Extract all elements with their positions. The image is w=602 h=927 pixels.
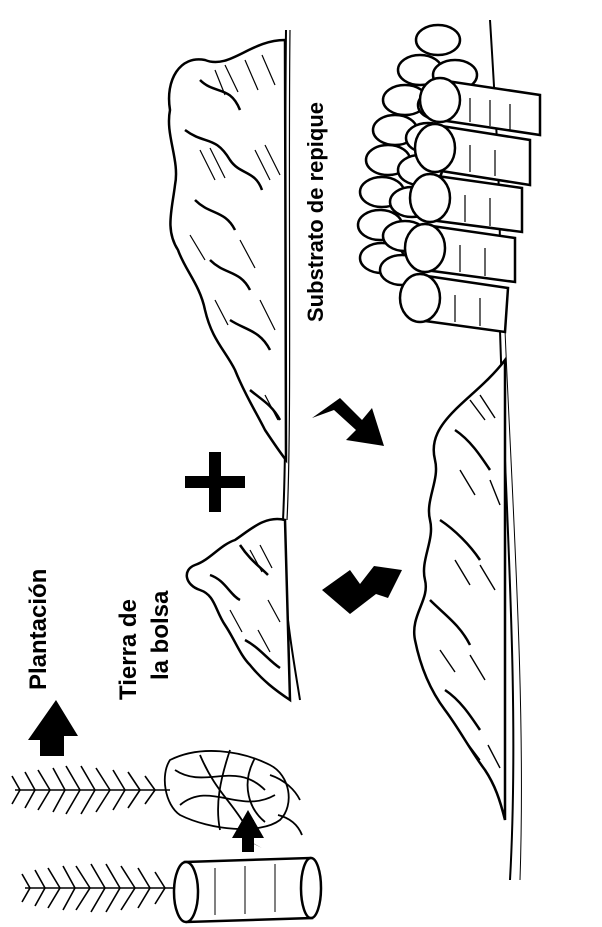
- arrow-plant-icon: [28, 700, 78, 756]
- plus-sign: [185, 452, 245, 512]
- seedling-in-container: [22, 864, 180, 912]
- label-plantacion: Plantación: [25, 569, 52, 690]
- substrate-pile: [169, 40, 286, 460]
- root-ball: [165, 750, 302, 835]
- arrow-bagsoil-to-mix-icon: [322, 566, 402, 614]
- container-stack: [358, 25, 540, 332]
- seedling-container: [174, 858, 321, 922]
- extracted-seedling: [12, 766, 170, 814]
- label-tierra-line1: Tierra de: [115, 599, 142, 700]
- label-substrato: Substrato de repique: [303, 102, 328, 322]
- bag-soil-pile: [187, 519, 290, 700]
- label-tierra-line2: la bolsa: [147, 590, 174, 680]
- arrow-substrate-to-mix-icon: [312, 398, 384, 446]
